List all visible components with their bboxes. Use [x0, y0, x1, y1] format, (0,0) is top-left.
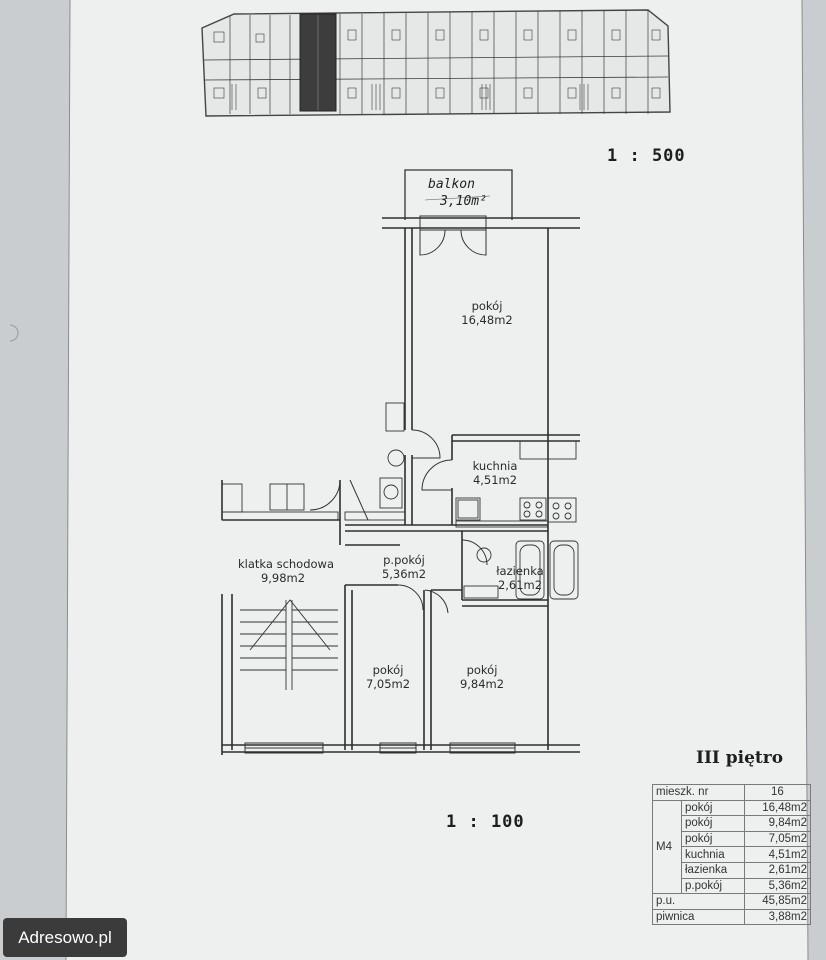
summary-piwnica-area: 3,88m2 [743, 908, 812, 926]
summary-row: pokój 7,05m2 [653, 830, 812, 848]
room-area: 2,61m2 [497, 578, 543, 592]
room-name: pokój [471, 299, 503, 313]
staircase-steps [240, 599, 338, 690]
room-area: 9,98m2 [260, 571, 306, 585]
room-label-pokoj-small: pokój 7,05m2 [356, 663, 420, 691]
floor-label: III piętro [696, 748, 784, 768]
windows [244, 215, 516, 754]
summary-header-label: mieszk. nr [652, 784, 745, 801]
balcony-area: 3,10m² [440, 194, 487, 209]
summary-piwnica-label: piwnica [652, 908, 745, 926]
summary-row: M4 pokój 16,48m2 [652, 799, 812, 895]
summary-pu-area: 45,85m2 [743, 893, 812, 910]
summary-room-area: 4,51m2 [743, 846, 812, 863]
apartment-summary-table: mieszk. nr 16 M4 pokój 16,48m2 pokój 9,8… [652, 784, 812, 926]
summary-pu-label: p.u. [652, 893, 745, 910]
summary-room-name: p.pokój [681, 877, 745, 895]
room-label-lazienka: łazienka 2,61m2 [488, 564, 552, 592]
balcony-outline [404, 169, 513, 220]
room-label-kuchnia: kuchnia 4,51m2 [460, 459, 530, 487]
summary-room-name: pokój [681, 799, 745, 817]
room-name: klatka schodowa [238, 557, 334, 571]
summary-pu-row: p.u. 45,85m2 [652, 893, 812, 910]
room-label-pokoj-large: pokój 16,48m2 [452, 299, 522, 327]
room-name: pokój [372, 663, 404, 677]
summary-header-row: mieszk. nr 16 [652, 784, 812, 801]
overview-scale-label: 1 : 500 [607, 146, 686, 166]
room-name: pokój [466, 663, 498, 677]
room-area: 16,48m2 [461, 313, 513, 327]
balcony-annotation-line [424, 195, 491, 201]
summary-room-area: 2,61m2 [743, 861, 812, 879]
apartment-number: 16 [743, 784, 812, 801]
summary-room-area: 7,05m2 [743, 830, 812, 848]
summary-piwnica-row: piwnica 3,88m2 [652, 908, 812, 926]
fixtures [221, 402, 579, 600]
room-area: 4,51m2 [472, 473, 518, 487]
summary-room-name: łazienka [681, 861, 745, 879]
summary-room-name: kuchnia [681, 846, 745, 863]
summary-room-name: pokój [681, 830, 745, 848]
summary-room-name: pokój [681, 815, 745, 832]
balcony-name: balkon [428, 177, 475, 192]
room-name: łazienka [496, 564, 544, 578]
building-overview [201, 9, 671, 117]
summary-room-area: 5,36m2 [743, 877, 812, 895]
plan-scale-label: 1 : 100 [446, 812, 525, 832]
summary-row: łazienka 2,61m2 [653, 861, 812, 879]
room-name: kuchnia [472, 459, 518, 473]
room-area: 7,05m2 [365, 677, 411, 691]
summary-row: pokój 9,84m2 [653, 815, 812, 832]
watermark-badge[interactable]: Adresowo.pl [3, 918, 127, 957]
paper-page [66, 0, 808, 960]
summary-room-area: 16,48m2 [743, 799, 812, 817]
paper-left-edge [65, 0, 71, 960]
summary-room-area: 9,84m2 [743, 815, 812, 832]
summary-row: kuchnia 4,51m2 [653, 846, 812, 863]
punch-hole-mark [9, 324, 19, 342]
plan-walls [221, 217, 580, 755]
doors [309, 229, 488, 614]
room-label-klatka-schodowa: klatka schodowa 9,98m2 [238, 557, 334, 585]
room-label-pokoj-medium: pokój 9,84m2 [450, 663, 514, 691]
room-label-przedpokoj: p.pokój 5,36m2 [372, 553, 436, 581]
room-area: 9,84m2 [459, 677, 505, 691]
room-area: 5,36m2 [381, 567, 427, 581]
room-name: p.pokój [383, 553, 425, 567]
apartment-type: M4 [652, 799, 682, 895]
